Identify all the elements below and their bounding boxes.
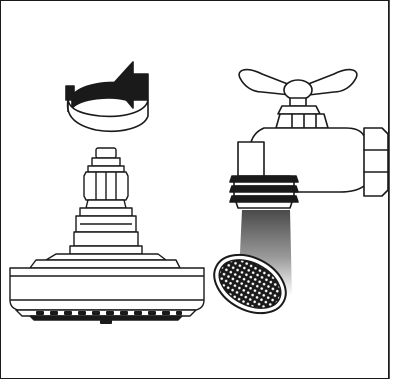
shower-head-icon <box>9 147 205 324</box>
filter-screen-icon <box>213 253 287 315</box>
rotate-arrow-icon <box>65 61 149 132</box>
faucet-icon <box>229 68 389 209</box>
